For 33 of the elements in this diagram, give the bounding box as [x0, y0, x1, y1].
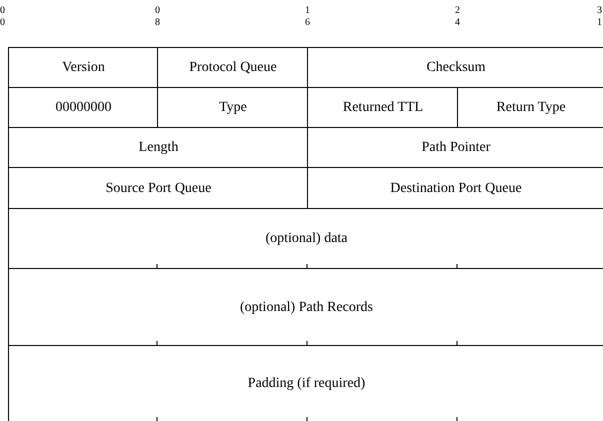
header-field	[8, 47, 158, 88]
header-field	[307, 167, 603, 209]
header-field	[8, 87, 158, 128]
field-label: Padding (if required)	[248, 376, 366, 392]
field-label: Type	[219, 100, 247, 116]
field-label: Path Pointer	[422, 140, 490, 156]
header-field	[8, 268, 603, 346]
header-field	[8, 127, 308, 168]
field-label: (optional) data	[265, 231, 348, 247]
header-field	[307, 127, 603, 168]
header-field	[157, 87, 308, 128]
bit-number: 16	[305, 5, 311, 29]
bit-number: 31	[597, 5, 603, 29]
field-label: Returned TTL	[342, 100, 424, 116]
field-label: Destination Port Queue	[390, 180, 522, 196]
header-field	[307, 87, 458, 128]
header-field	[157, 47, 308, 88]
field-label: Return Type	[496, 100, 566, 116]
field-label: 00000000	[56, 100, 112, 116]
field-label: Checksum	[426, 60, 486, 76]
field-label: Protocol Queue	[189, 60, 277, 76]
bit-number: 08	[155, 5, 161, 29]
field-label: Version	[62, 60, 105, 76]
header-field	[8, 208, 603, 269]
header-field	[8, 167, 308, 209]
field-label: Length	[138, 140, 178, 156]
bit-number: 00	[0, 5, 6, 29]
field-label: Source Port Queue	[106, 180, 212, 196]
header-field	[457, 87, 603, 128]
field-label: (optional) Path Records	[240, 300, 373, 316]
header-field	[8, 345, 603, 421]
bit-number: 24	[455, 5, 461, 29]
header-field	[307, 47, 603, 88]
